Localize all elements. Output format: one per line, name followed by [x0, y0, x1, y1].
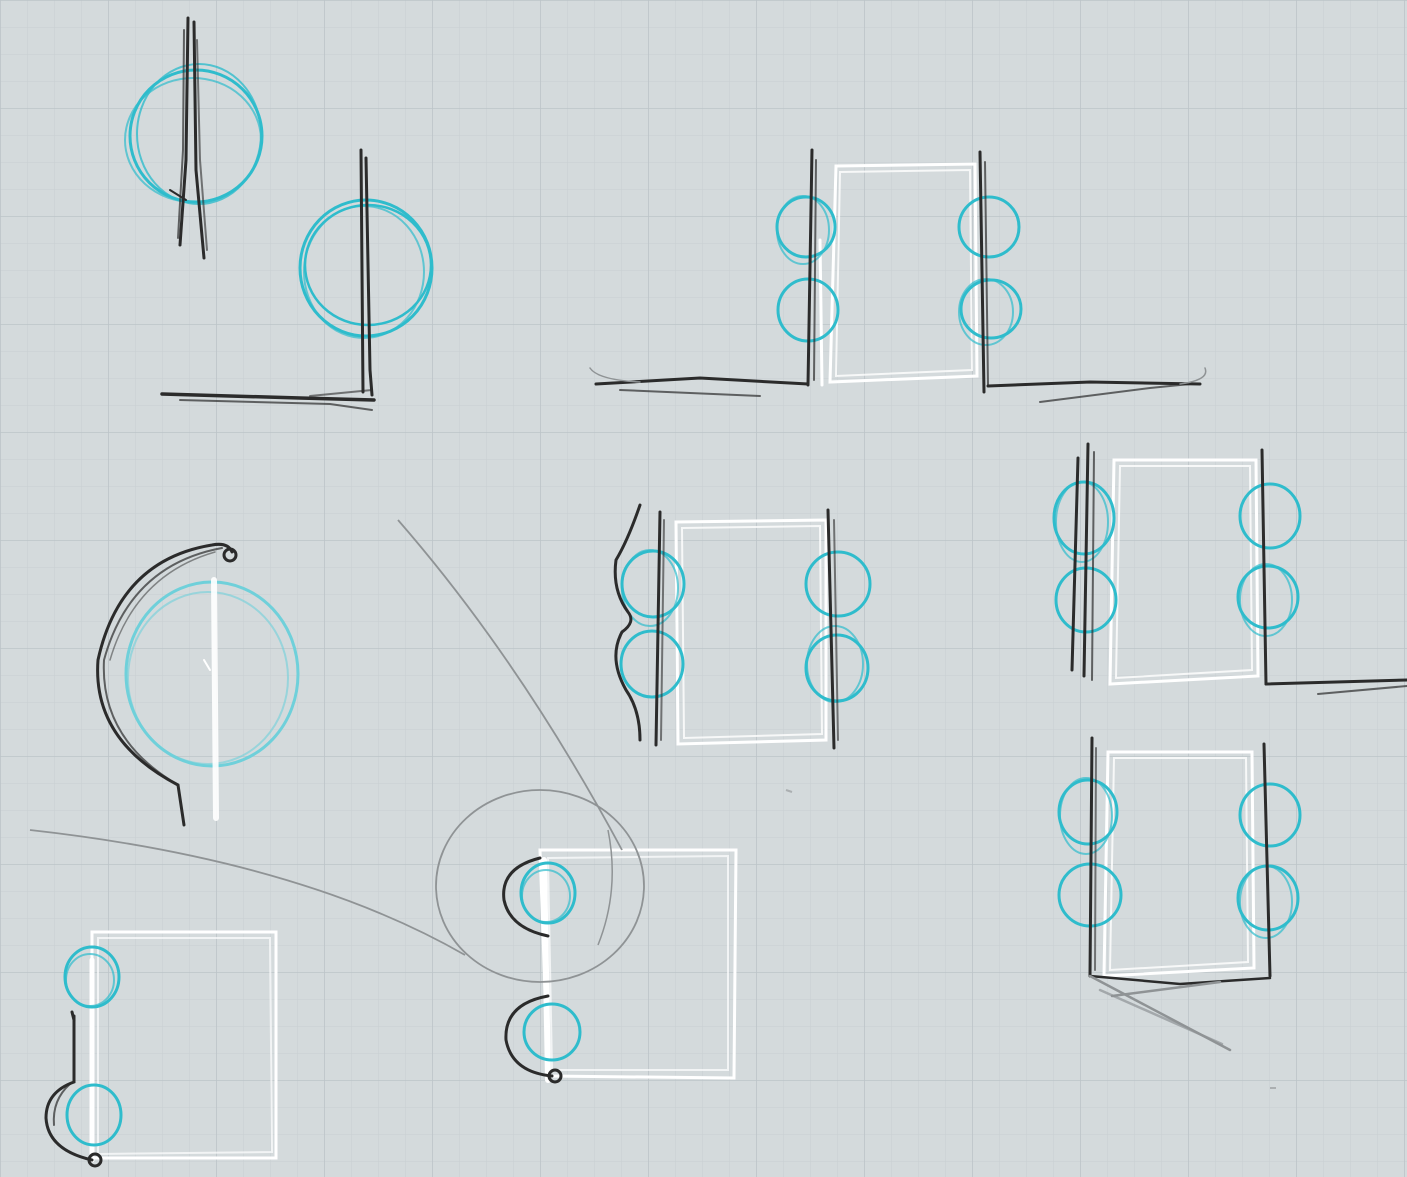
sketch-canvas [0, 0, 1407, 1177]
paper-grid [0, 0, 1407, 1177]
sketch-drawing [0, 0, 1407, 1177]
